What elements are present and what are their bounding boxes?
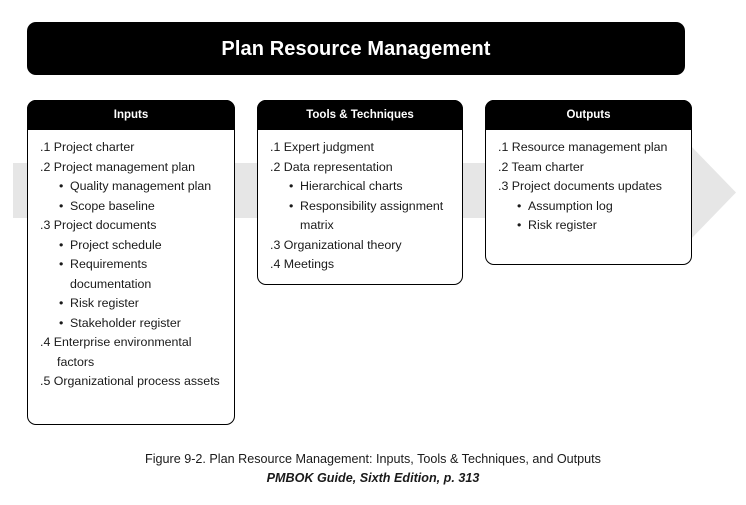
list-item-label: .2 Data representation	[270, 159, 393, 174]
list-item-label: Hierarchical charts	[300, 179, 403, 193]
list-item-label: Quality management plan	[70, 179, 212, 193]
list-item: Responsibility assignment matrix	[270, 197, 453, 236]
list-item-label: Stakeholder register	[70, 315, 181, 330]
column-header-inputs: Inputs	[27, 100, 235, 130]
column-header-label-inputs: Inputs	[113, 109, 149, 121]
list-item: .1 Expert judgment	[270, 138, 453, 158]
list-item-label: .3 Project documents	[40, 218, 157, 232]
list-item: Stakeholder register	[40, 314, 225, 334]
column-body-outputs: .1 Resource management plan .2 Team char…	[486, 130, 691, 244]
figure-caption-line-1: Figure 9-2. Plan Resource Management: In…	[145, 452, 601, 466]
list-item: Requirements documentation	[40, 255, 225, 294]
list-item-label: .1 Resource management plan	[498, 140, 668, 154]
column-body-inputs: .1 Project charter .2 Project management…	[28, 130, 234, 400]
list-item: .3 Project documents updates	[498, 177, 682, 197]
list-item: .2 Data representation	[270, 158, 453, 178]
list-item-label: .1 Project charter	[40, 140, 135, 154]
list-item: Assumption log	[498, 197, 682, 217]
list-item-label: .3 Organizational theory	[270, 237, 402, 252]
list-item: Project schedule	[40, 236, 225, 256]
column-outputs: Outputs .1 Resource management plan .2 T…	[485, 100, 692, 265]
list-item: .2 Team charter	[498, 158, 682, 178]
list-item: .4 Enterprise environmental factors	[40, 333, 225, 372]
list-item-label: .4 Meetings	[270, 257, 335, 271]
list-item: .2 Project management plan	[40, 158, 225, 178]
figure-title-banner: Plan Resource Management	[27, 22, 685, 75]
list-item-label: Scope baseline	[70, 198, 155, 213]
list-item-label: .4 Enterprise environmental factors	[40, 335, 192, 369]
list-item-label: .5 Organizational process assets	[40, 374, 220, 388]
list-item-label: Risk register	[528, 218, 597, 232]
item-list-inputs: .1 Project charter .2 Project management…	[38, 138, 225, 392]
list-item: Risk register	[498, 216, 682, 236]
list-item: Hierarchical charts	[270, 177, 453, 197]
figure-title: Plan Resource Management	[221, 37, 491, 60]
list-item: Scope baseline	[40, 197, 225, 217]
item-list-tools: .1 Expert judgment .2 Data representatio…	[268, 138, 453, 275]
list-item: Quality management plan	[40, 177, 225, 197]
list-item-label: Assumption log	[528, 198, 613, 213]
column-header-label-tools: Tools & Techniques	[306, 109, 414, 121]
column-tools-and-techniques: Tools & Techniques .1 Expert judgment .2…	[257, 100, 463, 285]
column-header-outputs: Outputs	[485, 100, 692, 130]
list-item-label: Responsibility assignment matrix	[300, 198, 444, 233]
list-item-label: Requirements documentation	[70, 257, 152, 291]
list-item-label: .2 Team charter	[498, 159, 584, 174]
column-body-tools: .1 Expert judgment .2 Data representatio…	[258, 130, 462, 283]
figure-caption: Figure 9-2. Plan Resource Management: In…	[0, 450, 746, 488]
list-item: .3 Project documents	[40, 216, 225, 236]
item-list-outputs: .1 Resource management plan .2 Team char…	[496, 138, 682, 236]
list-item: .1 Resource management plan	[498, 138, 682, 158]
list-item-label: Risk register	[70, 296, 139, 310]
list-item: Risk register	[40, 294, 225, 314]
list-item-label: .3 Project documents updates	[498, 179, 662, 193]
list-item: .1 Project charter	[40, 138, 225, 158]
list-item: .4 Meetings	[270, 255, 453, 275]
list-item: .3 Organizational theory	[270, 236, 453, 256]
figure-caption-source: PMBOK Guide, Sixth Edition, p. 313	[266, 471, 480, 485]
column-inputs: Inputs .1 Project charter .2 Project man…	[27, 100, 235, 425]
list-item-label: .1 Expert judgment	[270, 140, 375, 154]
list-item: .5 Organizational process assets	[40, 372, 225, 392]
list-item-label: .2 Project management plan	[40, 159, 195, 174]
list-item-label: Project schedule	[70, 237, 162, 252]
column-header-label-outputs: Outputs	[566, 109, 611, 121]
column-header-tools: Tools & Techniques	[257, 100, 463, 130]
